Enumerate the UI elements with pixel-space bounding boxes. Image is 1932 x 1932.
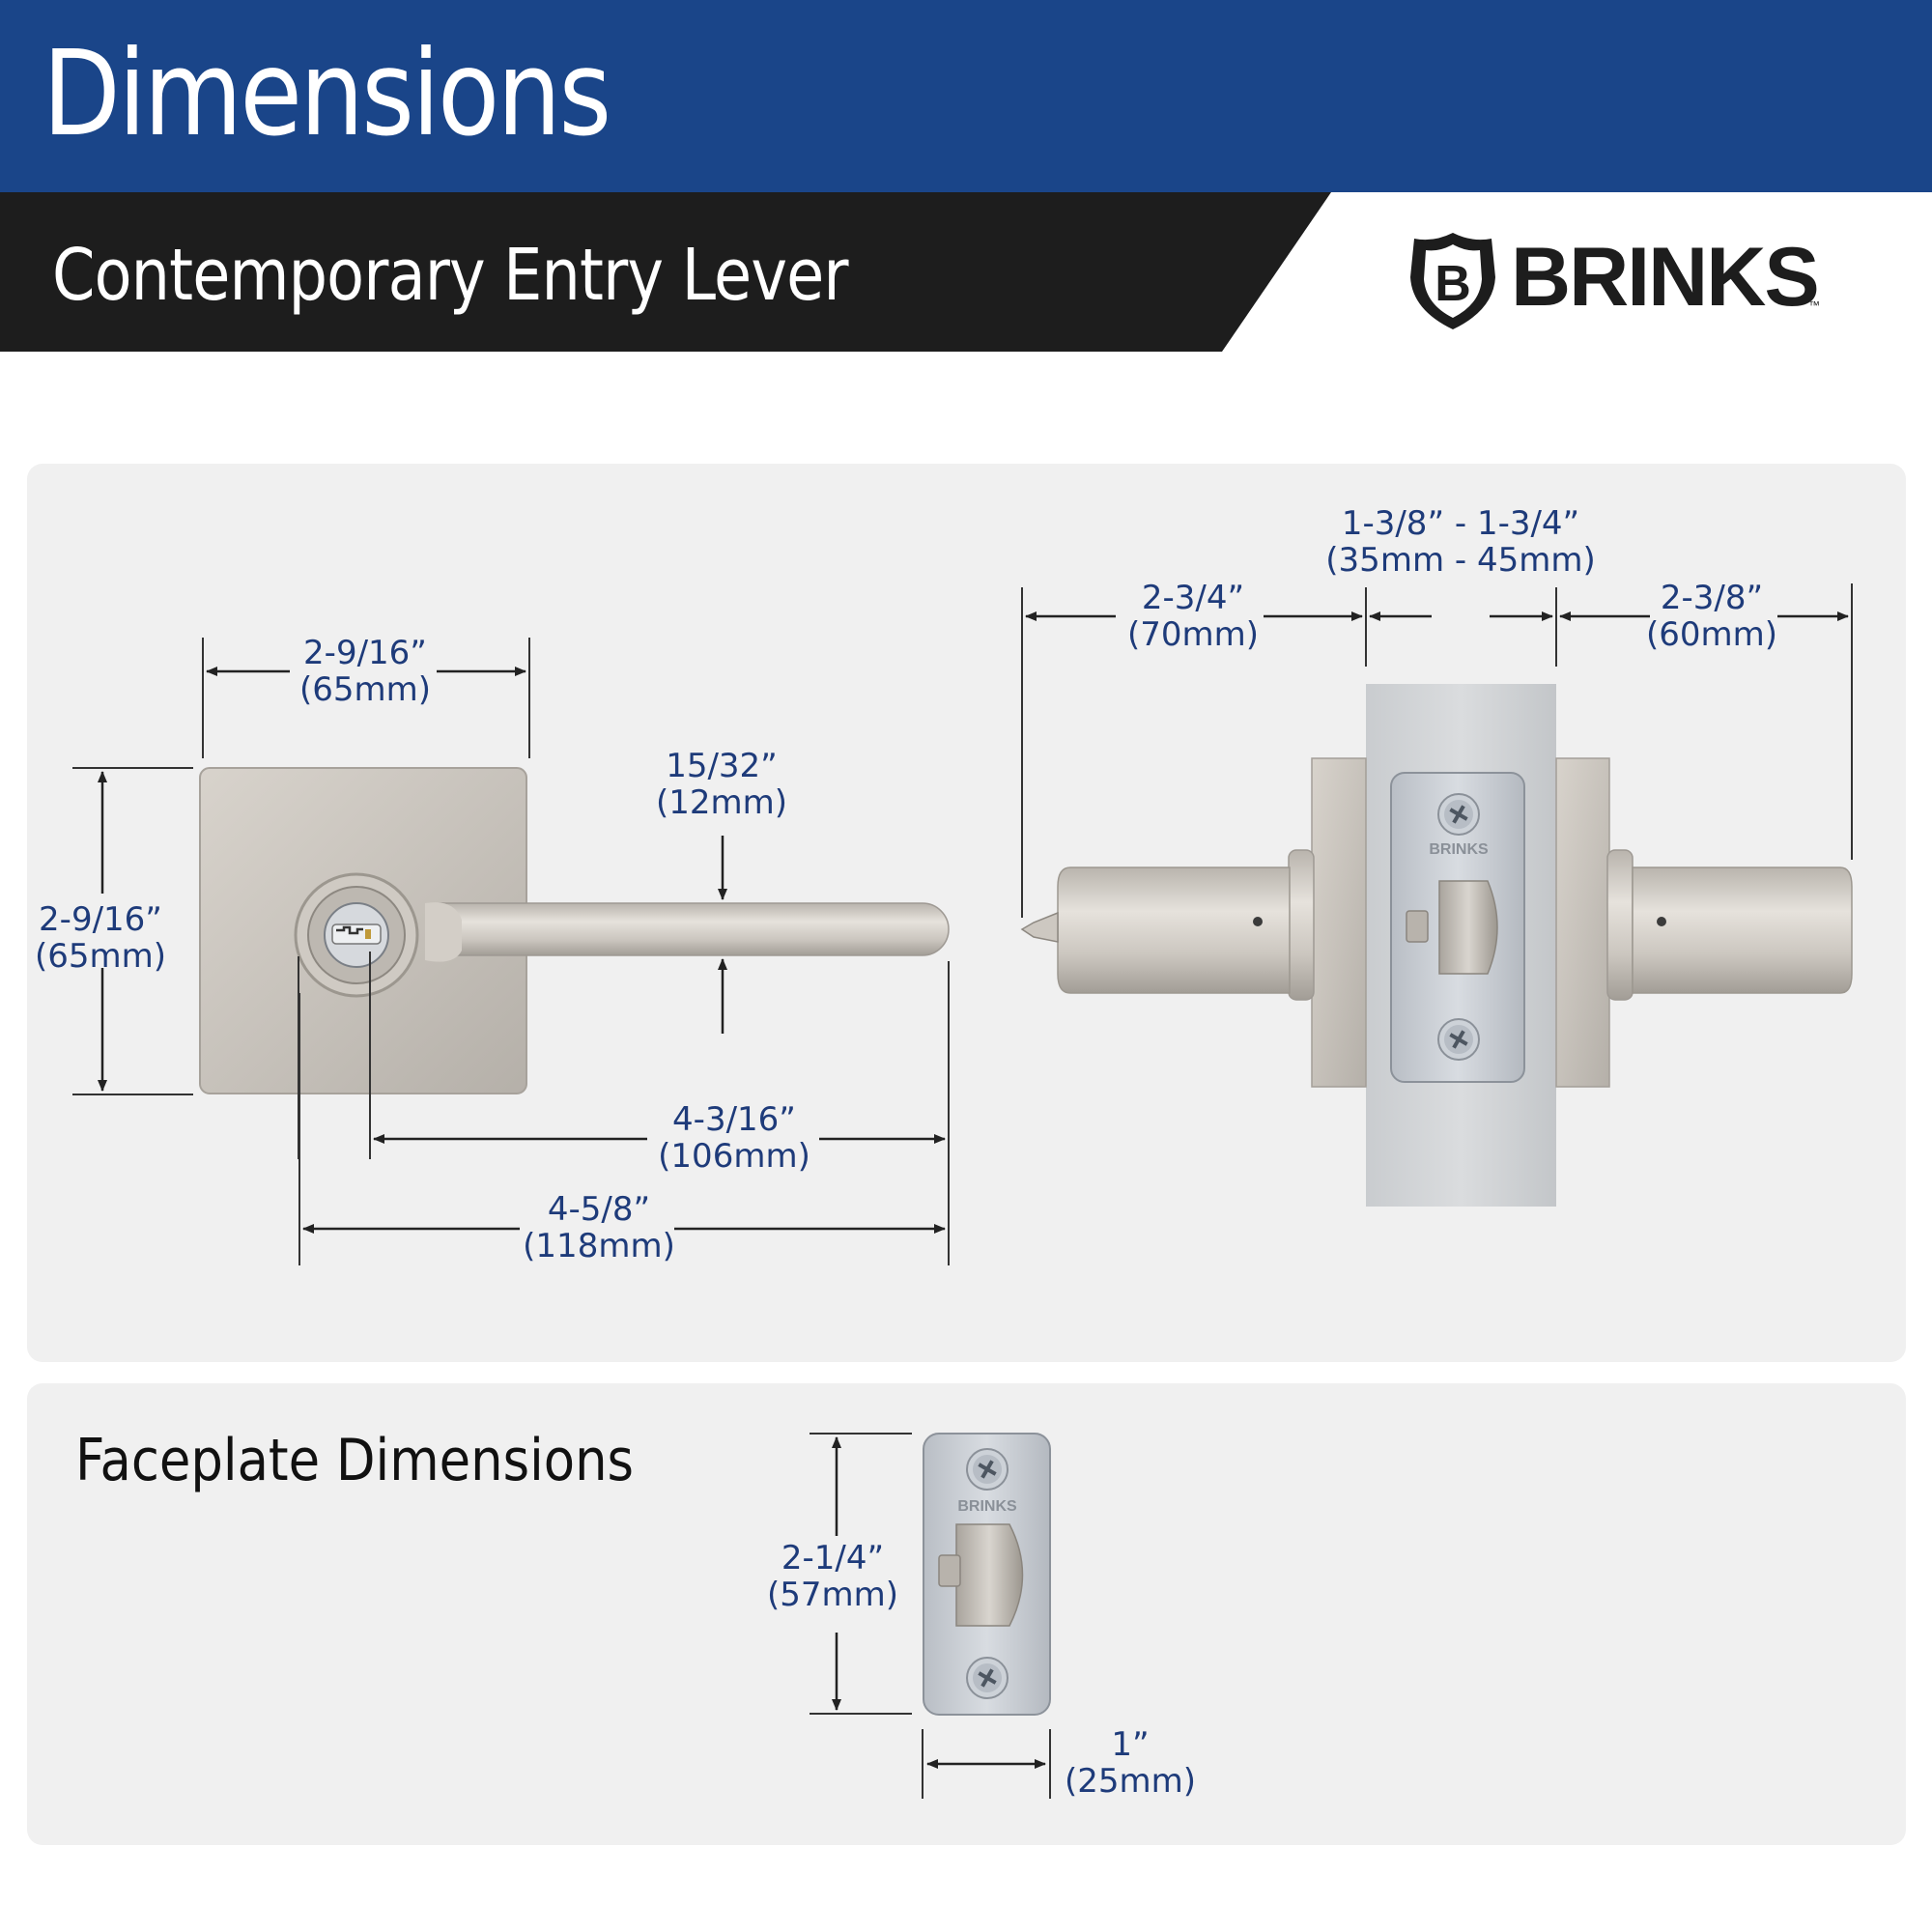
exterior-lever-profile [1057,867,1291,994]
interior-lever-profile [1632,867,1853,994]
dim-key-to-lever-end: 4-3/16”(106mm) [658,1100,810,1176]
header-band: Dimensions [0,0,1932,192]
dim-exterior-projection: 2-3/4”(70mm) [1126,579,1260,654]
dim-overall-lever-length: 4-5/8”(118mm) [523,1190,675,1265]
page-title: Dimensions [43,25,611,162]
side-view: BRINKS [1020,583,1853,1207]
trademark-symbol: ™ [1808,298,1820,312]
dim-rose-height: 2-9/16”(65mm) [34,900,167,976]
faceplate-title: Faceplate Dimensions [75,1427,635,1494]
faceplate-brand: BRINKS [957,1498,1017,1515]
dim-door-thickness: 1-3/8” - 1-3/4”(35mm - 45mm) [1325,504,1596,580]
lever-arm [439,902,950,956]
front-view [72,638,950,1265]
dim-faceplate-height: 2-1/4”(57mm) [766,1539,899,1614]
shield-letter: B [1435,256,1471,312]
shield-b-icon: B [1410,233,1495,329]
faceplate-view: BRINKS [810,1433,1051,1799]
dim-rose-width: 2-9/16”(65mm) [298,634,432,709]
interior-rose-edge [1555,757,1610,1088]
dim-interior-projection: 2-3/8”(60mm) [1645,579,1778,654]
key-icon [324,902,389,968]
exterior-rose-edge [1311,757,1367,1088]
dim-faceplate-width: 1”(25mm) [1064,1725,1197,1801]
brand-wordmark: BRINKS [1511,231,1820,324]
brand-logo: B BRINKS ™ [1405,229,1830,335]
side-plate-brand: BRINKS [1429,841,1489,858]
dim-lever-thickness: 15/32”(12mm) [655,747,788,822]
product-name: Contemporary Entry Lever [52,234,849,317]
